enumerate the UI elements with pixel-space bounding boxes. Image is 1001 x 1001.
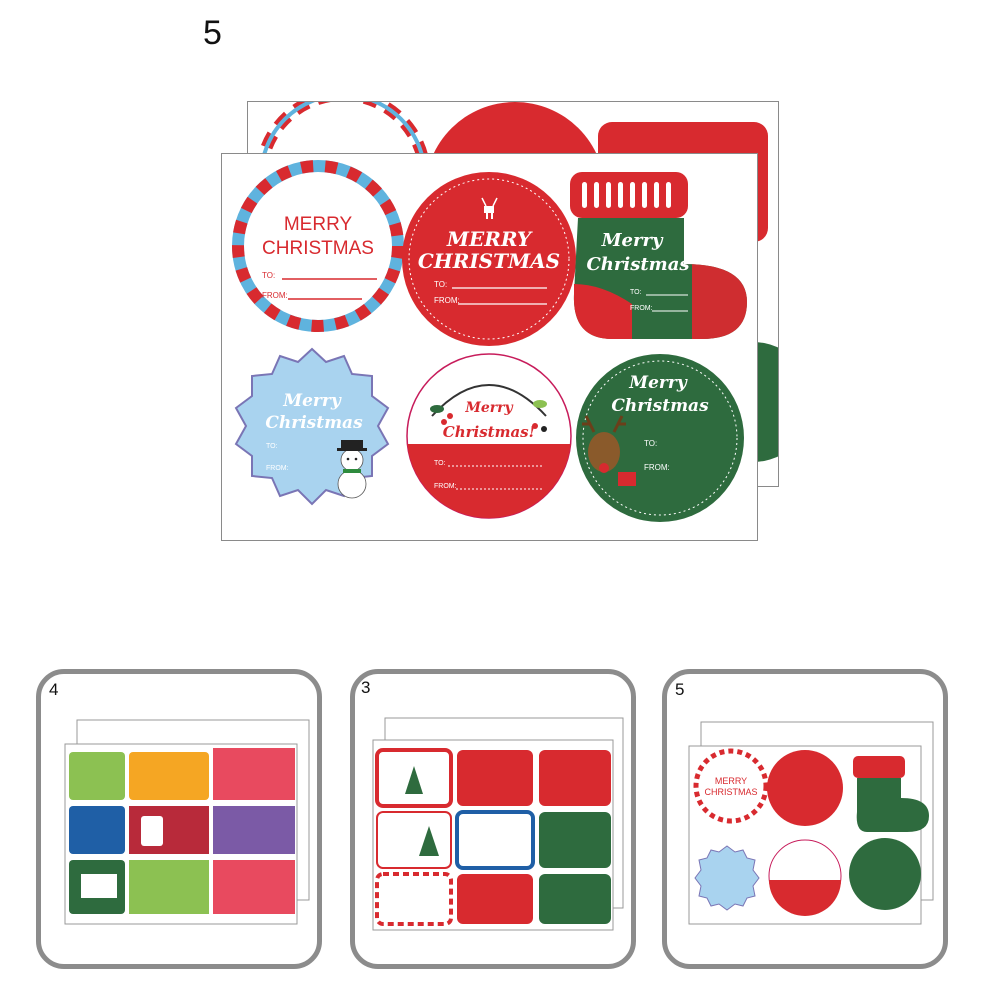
reindeer-icon — [481, 197, 498, 219]
front-sticker-sheet: MERRY CHRISTMAS TO: FROM: MERRY CHRISTMA… — [221, 153, 758, 541]
thumbnail-number: 4 — [49, 680, 59, 699]
front-sheet-artwork: MERRY CHRISTMAS TO: FROM: MERRY CHRISTMA… — [232, 160, 747, 522]
stocking-sticker: Merry Christmas TO: FROM: — [570, 172, 747, 339]
sticker-3-merry: Merry — [601, 230, 664, 251]
sticker-4-to: TO: — [266, 443, 278, 450]
sticker-1-from: FROM: — [262, 291, 288, 300]
reindeer-face-icon — [582, 415, 636, 486]
sticker-4-from: FROM: — [266, 465, 289, 472]
thumbnail-variant-3[interactable]: 3 — [350, 669, 636, 969]
thumb-5-merry: MERRY — [715, 776, 747, 786]
thumbnail-5-artwork: MERRY CHRISTMAS — [688, 721, 934, 925]
sticker-5-christmas: Christmas! — [443, 423, 535, 441]
thumbnail-4-artwork — [64, 719, 310, 925]
sticker-5-from: FROM: — [434, 483, 457, 490]
sticker-1-christmas: CHRISTMAS — [262, 238, 374, 259]
snowman-icon — [337, 440, 367, 499]
wreath-round-sticker: Merry Christmas! TO: FROM: — [406, 353, 572, 519]
thumbnail-3-artwork — [372, 717, 624, 931]
blue-scalloped-sticker: Merry Christmas TO: FROM: — [234, 347, 390, 506]
sticker-3-christmas: Christmas — [586, 254, 689, 275]
sticker-6-to: TO: — [644, 439, 657, 448]
sticker-6-merry: Merry — [628, 373, 688, 393]
thumbnail-number: 5 — [675, 680, 685, 699]
sticker-3-to: TO: — [630, 289, 642, 296]
sticker-2-christmas: CHRISTMAS — [418, 249, 560, 273]
sticker-2-merry: MERRY — [446, 227, 533, 251]
red-round-sticker: MERRY CHRISTMAS TO: FROM: — [402, 172, 576, 346]
sticker-6-christmas: Christmas — [611, 396, 709, 416]
thumbnail-variant-5[interactable]: 5 MERRY CHRISTMAS — [662, 669, 948, 969]
sticker-4-christmas: Christmas — [265, 413, 363, 433]
sticker-4-merry: Merry — [282, 391, 342, 411]
thumb-5-christmas: CHRISTMAS — [704, 787, 757, 797]
sticker-2-to: TO: — [434, 280, 447, 289]
sticker-2-from: FROM: — [434, 296, 460, 305]
sticker-1-to: TO: — [262, 271, 275, 280]
striped-round-sticker: MERRY CHRISTMAS TO: FROM: — [232, 160, 404, 332]
sticker-3-from: FROM: — [630, 305, 653, 312]
sticker-5-to: TO: — [434, 460, 446, 467]
sticker-6-from: FROM: — [644, 463, 670, 472]
thumbnail-number: 3 — [361, 678, 371, 697]
sticker-5-merry: Merry — [464, 400, 513, 416]
green-round-sticker: Merry Christmas TO: FROM: — [576, 354, 744, 522]
variant-number: 5 — [203, 14, 222, 52]
thumbnail-variant-4[interactable]: 4 — [36, 669, 322, 969]
holly-icon — [430, 400, 547, 432]
sticker-1-merry: MERRY — [284, 214, 353, 235]
